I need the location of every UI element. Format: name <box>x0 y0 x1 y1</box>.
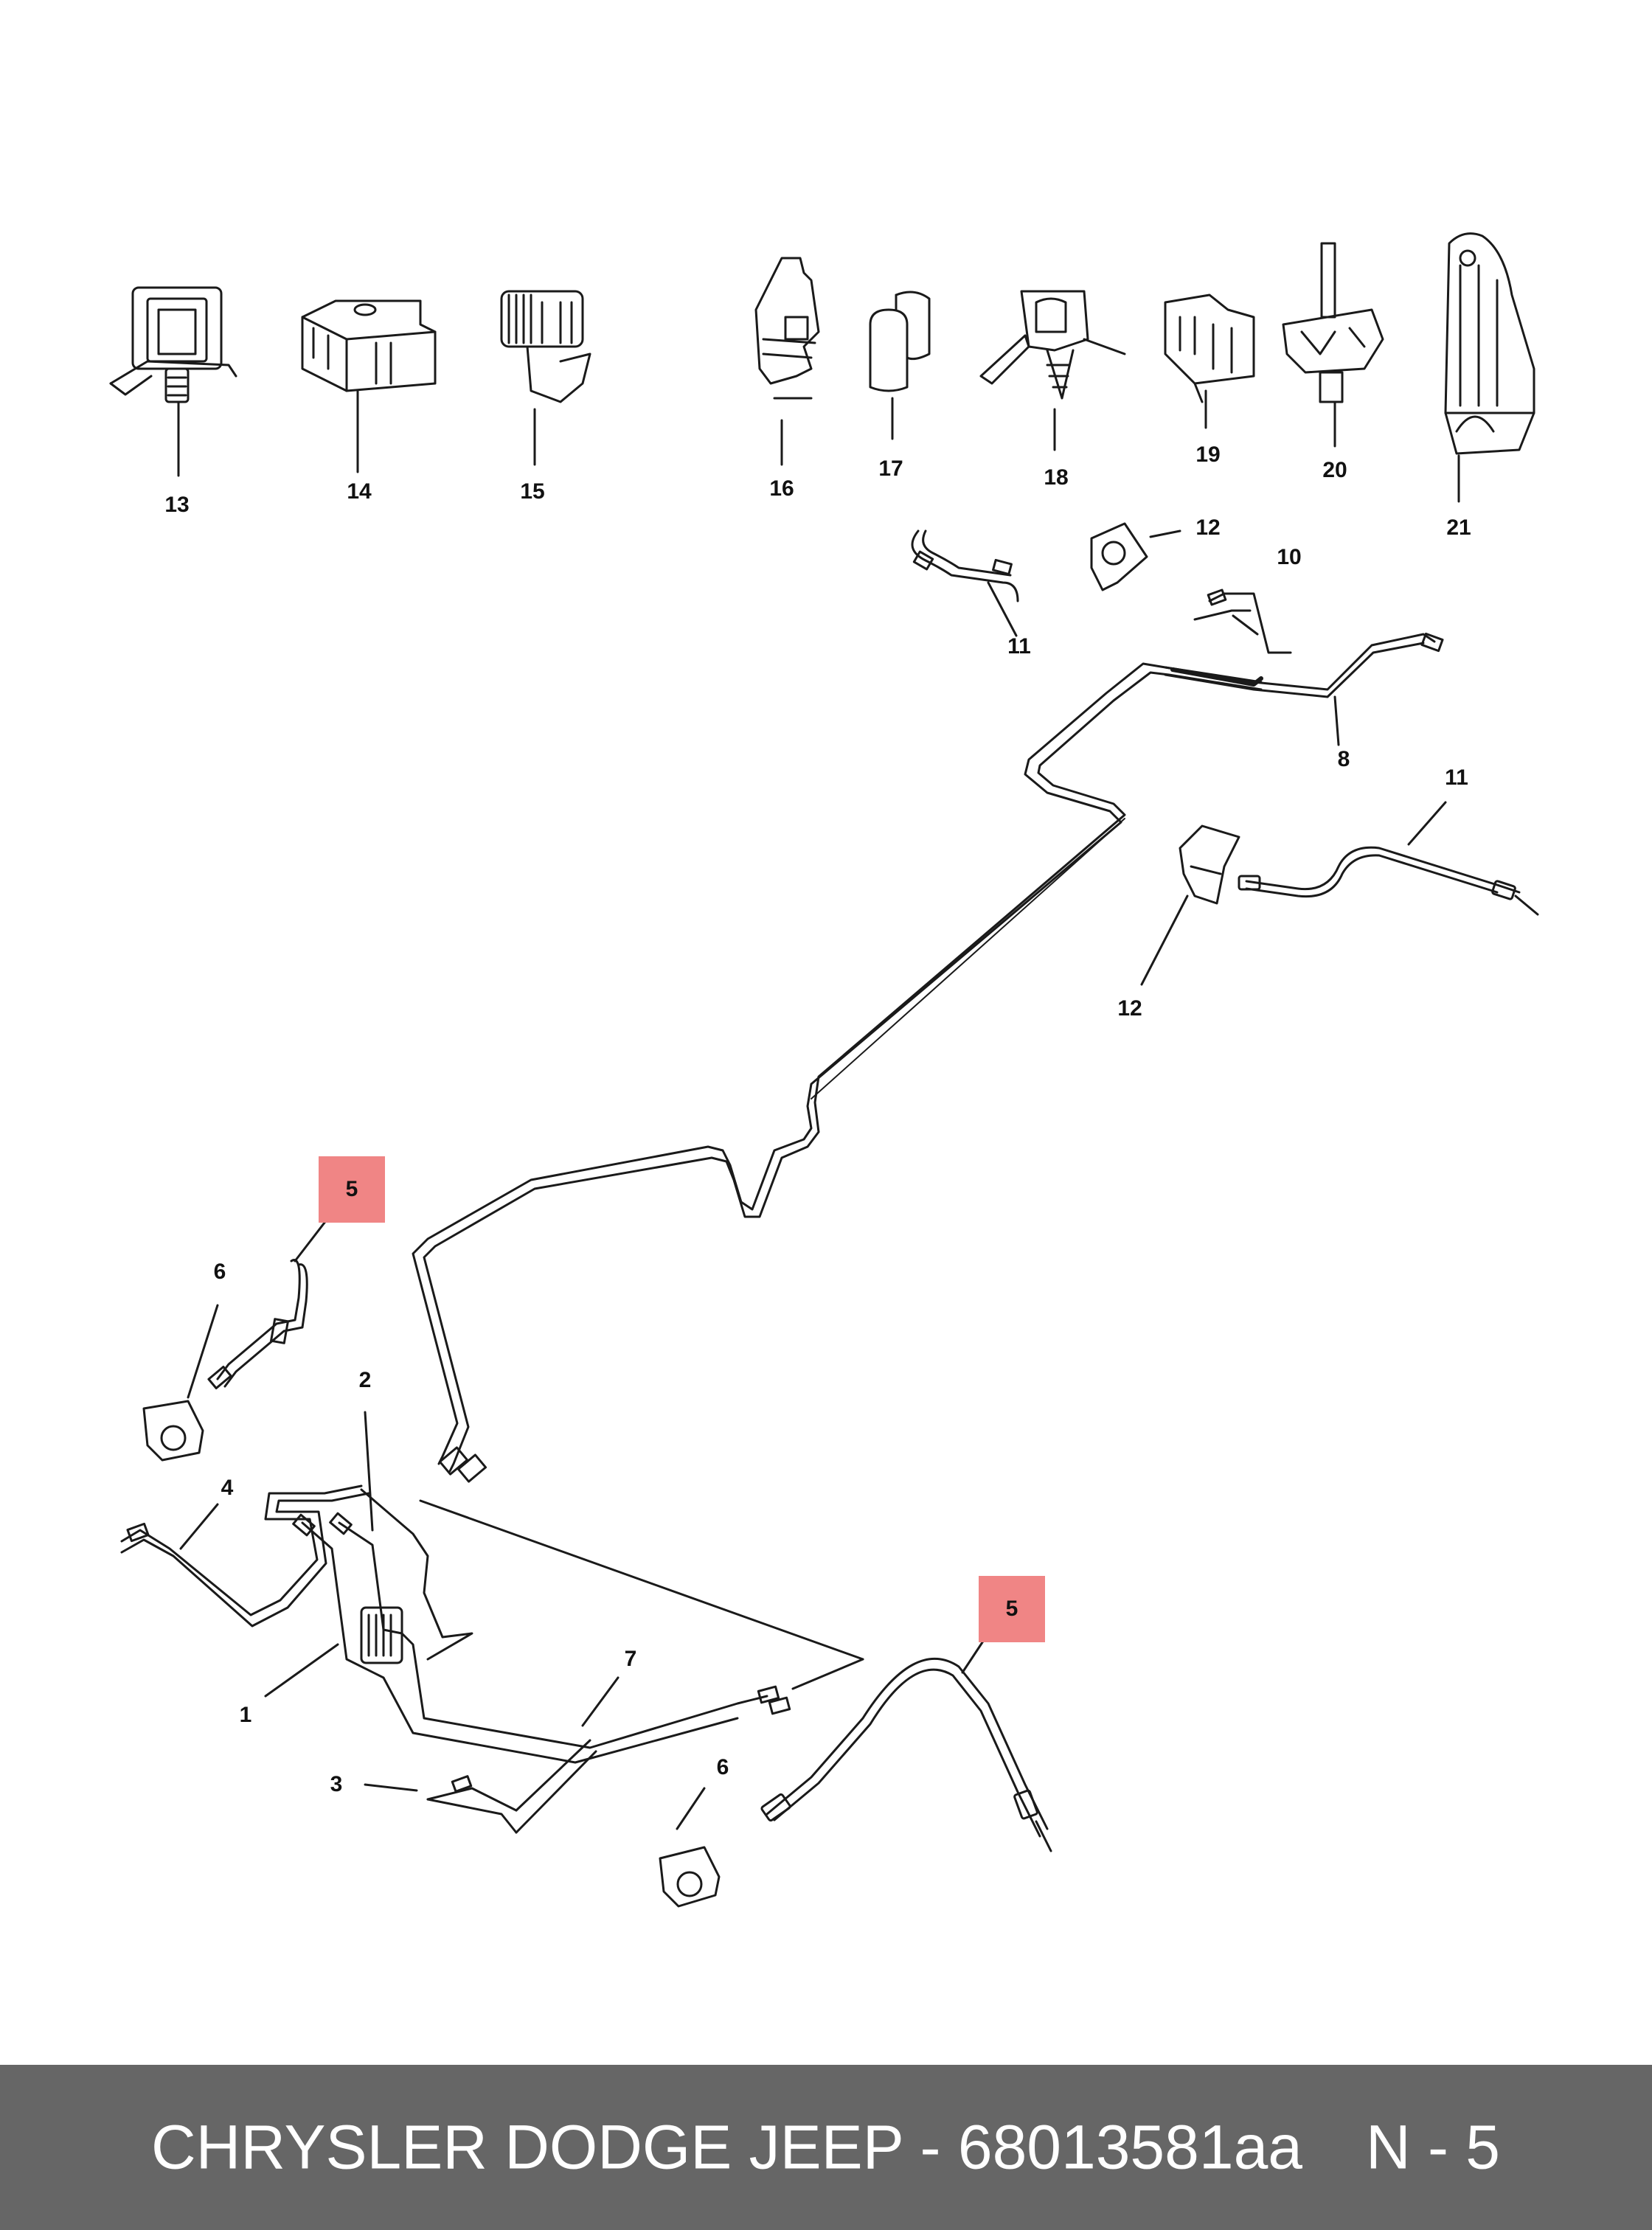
brake-line-upper-right <box>1164 588 1444 746</box>
callout-20[interactable]: 20 <box>1322 458 1347 482</box>
hose-11-upper <box>911 529 1019 637</box>
callout-5-left-highlight: 5 <box>319 1156 385 1223</box>
callout-18[interactable]: 18 <box>1044 465 1069 490</box>
callout-7[interactable]: 7 <box>624 1647 637 1671</box>
callout-5-left[interactable]: 5 <box>345 1177 358 1201</box>
clip-12-right <box>1140 824 1240 986</box>
hose-5-right <box>760 1632 1052 1852</box>
hose-11-right <box>1238 801 1539 916</box>
callout-13[interactable]: 13 <box>164 493 190 517</box>
callout-4[interactable]: 4 <box>221 1476 234 1500</box>
part-21-clip <box>1444 232 1535 503</box>
callout-6-left[interactable]: 6 <box>213 1260 226 1284</box>
callout-6-right[interactable]: 6 <box>716 1755 729 1779</box>
callout-11-right[interactable]: 11 <box>1445 765 1468 790</box>
footer-part-number: CHRYSLER DODGE JEEP - 68013581aa <box>151 2112 1303 2182</box>
clip-12-upper <box>1090 522 1181 591</box>
callout-5-right[interactable]: 5 <box>1005 1597 1018 1621</box>
callout-17[interactable]: 17 <box>878 456 903 481</box>
combination-valve-1 <box>264 1606 403 1698</box>
callout-11-upper[interactable]: 11 <box>1007 634 1031 659</box>
footer-page-number: N - 5 <box>1366 2112 1501 2182</box>
callout-15[interactable]: 15 <box>520 479 545 504</box>
part-17-clip <box>869 291 931 440</box>
callout-8[interactable]: 8 <box>1337 747 1350 771</box>
brake-line-4 <box>120 1484 370 1628</box>
callout-12-upper[interactable]: 12 <box>1195 515 1221 540</box>
part-18-clip <box>979 290 1126 451</box>
callout-3[interactable]: 3 <box>330 1772 343 1796</box>
part-19-clip <box>1164 293 1255 429</box>
part-13-clip <box>109 286 237 477</box>
part-15-clip <box>500 290 591 466</box>
callout-1[interactable]: 1 <box>239 1703 252 1727</box>
brake-line-3 <box>364 1739 597 1834</box>
main-brake-line <box>412 662 1263 1483</box>
callout-19[interactable]: 19 <box>1195 442 1221 467</box>
callout-2[interactable]: 2 <box>358 1368 372 1392</box>
callout-5-right-highlight: 5 <box>979 1576 1045 1642</box>
callout-21[interactable]: 21 <box>1446 515 1471 540</box>
brake-line-7 <box>419 1499 864 1727</box>
part-14-clip <box>301 299 437 473</box>
clip-6-right <box>659 1787 721 1908</box>
callout-12-right[interactable]: 12 <box>1117 996 1142 1021</box>
footer-bar: CHRYSLER DODGE JEEP - 68013581aa N - 5 <box>0 2065 1652 2230</box>
clip-6-left <box>142 1304 219 1462</box>
callout-16[interactable]: 16 <box>769 476 794 501</box>
callout-10[interactable]: 10 <box>1277 545 1302 569</box>
parts-diagram <box>109 232 1539 1908</box>
hose-5-left <box>207 1212 333 1389</box>
brake-line-2 <box>292 1411 791 1764</box>
part-20-clip <box>1282 242 1384 448</box>
callout-14[interactable]: 14 <box>347 479 372 504</box>
part-16-clip <box>754 257 820 466</box>
